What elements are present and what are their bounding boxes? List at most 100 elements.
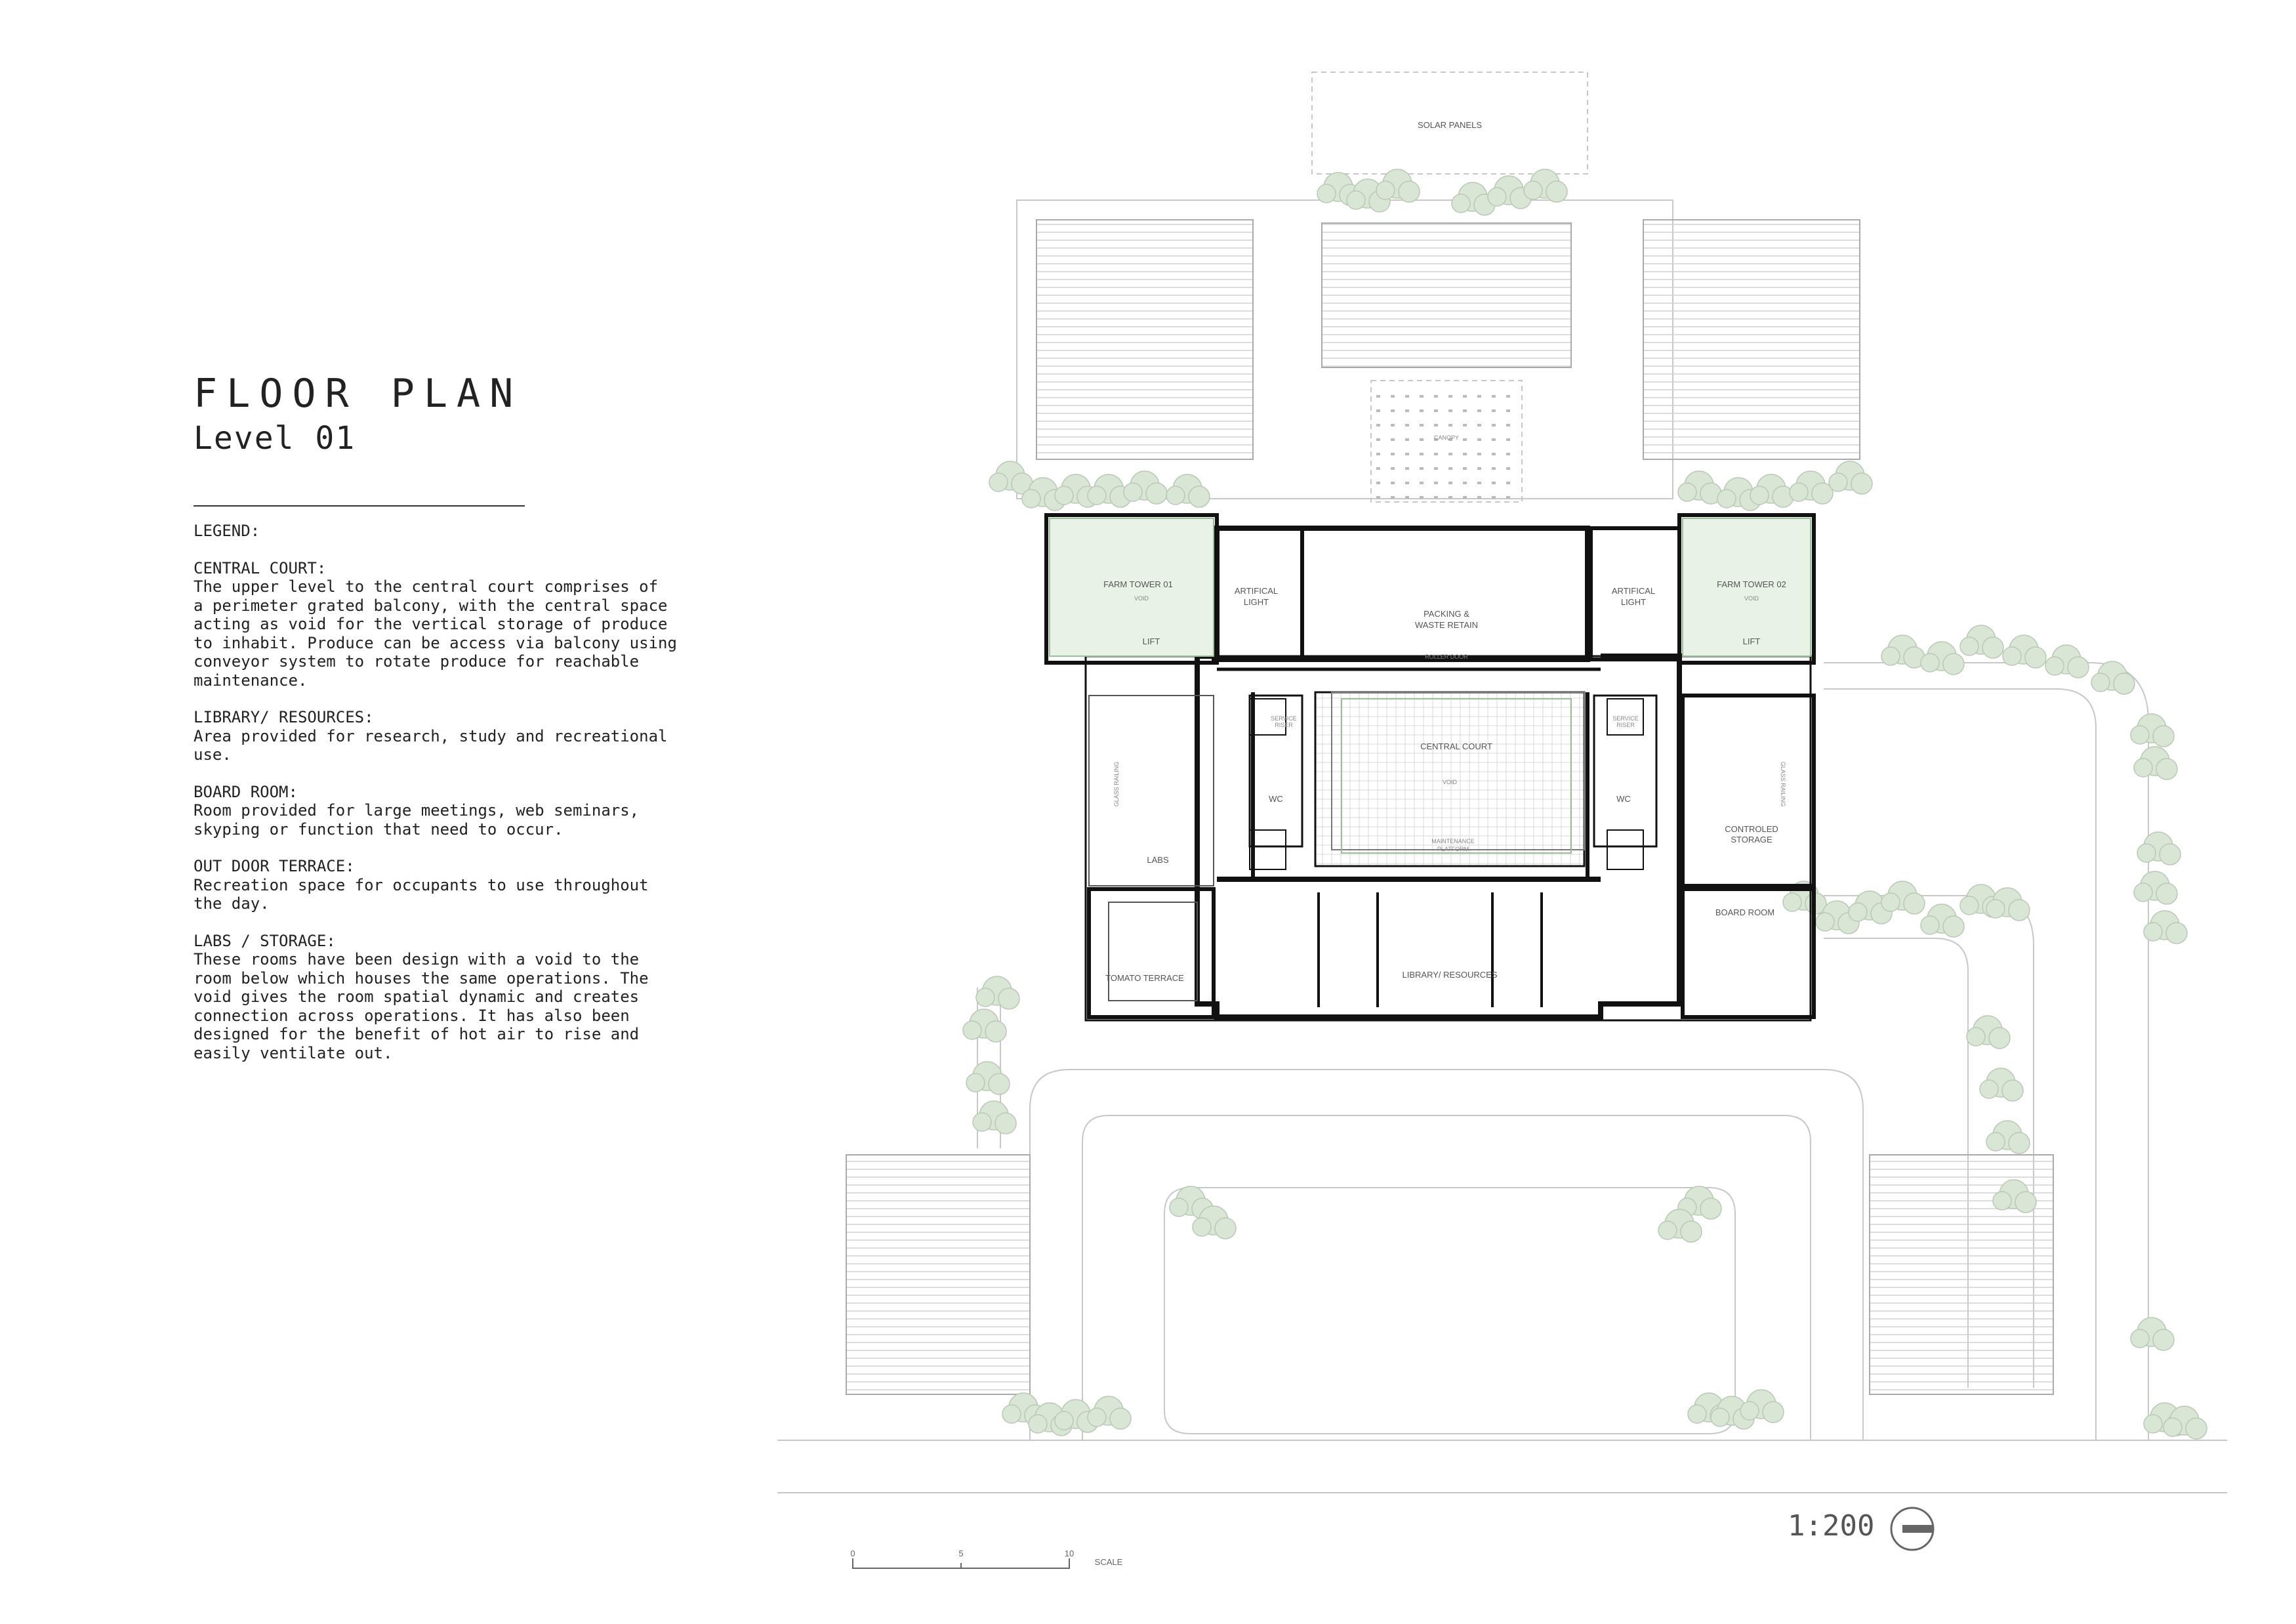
label-labs: LABS: [1147, 855, 1169, 865]
tree-icon: [2133, 883, 2153, 902]
label-artificial-light-right-1: ARTIFICAL: [1612, 586, 1655, 596]
legend-heading: LEGEND:: [194, 522, 260, 540]
legend-section-title: CENTRAL COURT:: [194, 558, 327, 577]
tree-icon: [2067, 656, 2089, 678]
tree-icon: [972, 1112, 992, 1132]
label-artificial-light-left-2: LIGHT: [1244, 597, 1269, 607]
tree-icon: [1054, 1411, 1074, 1430]
north-arrow-icon: [1890, 1507, 1935, 1551]
legend-section-line: Recreation space for occupants to use th…: [194, 875, 649, 894]
tree-icon: [2045, 656, 2064, 676]
tree-icon: [1986, 1132, 2005, 1152]
tree-icon: [2130, 725, 2150, 745]
legend-sections: CENTRAL COURT:The upper level to the cen…: [194, 559, 705, 1063]
tree-icon: [1903, 892, 1925, 915]
label-farm-tower-02: FARM TOWER 02: [1717, 579, 1786, 589]
legend: LEGEND: CENTRAL COURT:The upper level to…: [194, 522, 705, 1062]
legend-section-line: connection across operations. It has als…: [194, 1006, 630, 1025]
label-glass-railing-right: GLASS RAILING: [1780, 762, 1786, 807]
tree-icon: [1982, 636, 2004, 659]
tree-icon: [2152, 1329, 2175, 1351]
label-solar-panels: SOLAR PANELS: [1418, 120, 1482, 130]
tree-icon: [1959, 636, 1979, 656]
scale-bar: 0 5 10 SCALE: [850, 1549, 1123, 1569]
tree-icon: [1188, 486, 1210, 508]
legend-section-line: Area provided for research, study and re…: [194, 726, 668, 745]
tree-icon: [1054, 486, 1074, 505]
tree-icon: [985, 1020, 1007, 1043]
legend-section-line: easily ventilate out.: [194, 1043, 393, 1062]
tree-icon: [1523, 180, 1543, 200]
tree-icon: [2165, 922, 2188, 944]
tree-icon: [1762, 1401, 1784, 1423]
tree-icon: [989, 472, 1008, 492]
legend-section-line: use.: [194, 745, 232, 764]
tree-icon: [1700, 1197, 1722, 1220]
title-divider: [194, 505, 525, 507]
tree-icon: [1658, 1220, 1677, 1240]
tree-icon: [1717, 489, 1736, 509]
tree-icon: [1376, 180, 1395, 200]
legend-section-line: The upper level to the central court com…: [194, 577, 659, 596]
tree-icon: [2163, 1417, 2183, 1437]
legend-section-line: a perimeter grated balcony, with the cen…: [194, 596, 668, 615]
tree-icon: [2156, 883, 2178, 905]
tree-icon: [1002, 1404, 1021, 1424]
tree-icon: [1687, 1404, 1707, 1424]
tree-icon: [1966, 1027, 1986, 1047]
scale-ratio: 1:200: [1788, 1509, 1875, 1543]
tree-icon: [1851, 472, 1873, 495]
tree-icon: [1986, 899, 2005, 919]
tree-icon: [1740, 1401, 1759, 1421]
label-lift-left: LIFT: [1143, 636, 1160, 646]
label-service-riser-right-1: SERVICE: [1612, 715, 1638, 722]
legend-section: LIBRARY/ RESOURCES:Area provided for res…: [194, 708, 705, 764]
tree-icon: [2185, 1417, 2207, 1440]
tree-icon: [1214, 1217, 1237, 1239]
tree-icon: [1789, 482, 1809, 502]
legend-section: BOARD ROOM:Room provided for large meeti…: [194, 783, 705, 839]
tree-icon: [1848, 902, 1868, 922]
label-canopy: CANOPY: [1434, 434, 1459, 441]
scale-tick-10: 10: [1065, 1549, 1074, 1558]
tree-icon: [1680, 1220, 1702, 1243]
tree-icon: [1145, 482, 1168, 505]
tree-icon: [2091, 673, 2110, 692]
tree-icon: [1398, 180, 1420, 203]
tree-icon: [2159, 843, 2181, 865]
legend-section-line: the day.: [194, 894, 270, 913]
label-packing-1: PACKING &: [1424, 609, 1469, 619]
tree-icon: [2152, 725, 2175, 747]
tree-icon: [2008, 1132, 2030, 1154]
tree-icon: [2143, 1414, 2163, 1434]
tree-icon: [1169, 1197, 1189, 1217]
legend-section-line: to inhabit. Produce can be access via ba…: [194, 633, 677, 652]
legend-section-line: room below which houses the same operati…: [194, 968, 649, 988]
label-board-room: BOARD ROOM: [1715, 907, 1774, 917]
legend-section: CENTRAL COURT:The upper level to the cen…: [194, 559, 705, 690]
tree-icon: [1920, 915, 1940, 935]
legend-section-title: BOARD ROOM:: [194, 782, 298, 801]
tree-icon: [2002, 646, 2022, 666]
label-void-center: VOID: [1443, 779, 1458, 785]
label-farm-tower-01: FARM TOWER 01: [1103, 579, 1173, 589]
legend-section-line: conveyor system to rotate produce for re…: [194, 652, 640, 671]
tree-icon: [1109, 1407, 1132, 1430]
scale-label: SCALE: [1095, 1557, 1123, 1567]
label-wc-right: WC: [1616, 794, 1631, 804]
tree-icon: [1815, 912, 1835, 932]
legend-section-line: acting as void for the vertical storage …: [194, 615, 668, 633]
tree-icon: [1087, 486, 1107, 505]
tree-icon: [2137, 843, 2156, 863]
legend-section: LABS / STORAGE:These rooms have been des…: [194, 932, 705, 1063]
legend-section: OUT DOOR TERRACE:Recreation space for oc…: [194, 857, 705, 913]
tree-icon: [2113, 673, 2135, 695]
vegetation: [962, 169, 2207, 1440]
legend-section-title: OUT DOOR TERRACE:: [194, 857, 355, 875]
label-central-court: CENTRAL COURT: [1420, 741, 1492, 751]
tree-icon: [2024, 646, 2047, 669]
tree-icon: [1881, 646, 1900, 666]
label-service-riser-left-1: SERVICE: [1271, 715, 1296, 722]
tree-icon: [1677, 482, 1697, 502]
label-wc-left: WC: [1269, 794, 1283, 804]
